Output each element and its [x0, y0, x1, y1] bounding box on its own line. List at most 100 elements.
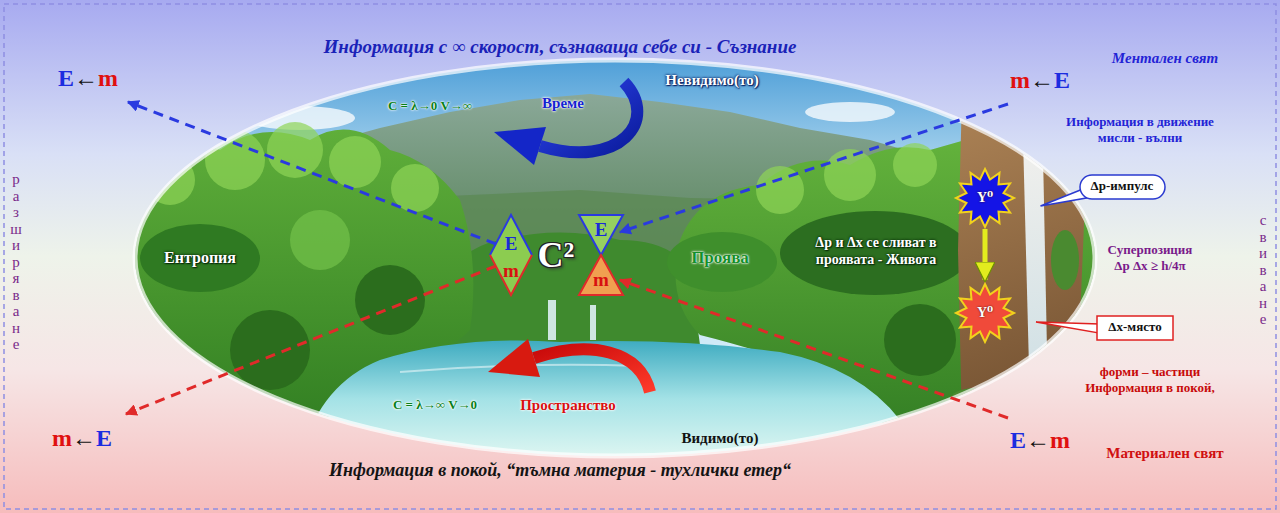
flow-arrow: [983, 229, 988, 280]
cliff-plants: [980, 110, 1020, 130]
manifestation-label: Проява: [691, 248, 749, 268]
space-arrow: [534, 349, 650, 392]
symbol-glyph: ←: [74, 65, 98, 91]
diamond-edge: [490, 215, 532, 255]
symbol-glyph: m: [98, 65, 118, 91]
symbol-glyph: ←: [1030, 67, 1054, 93]
label-box: E←m: [1010, 426, 1070, 455]
symbol-glyph: m: [52, 425, 72, 451]
label-box: C = λ→∞ V→0: [393, 397, 477, 413]
dashed-arrow: [128, 102, 496, 244]
diamond-fill: [490, 214, 532, 296]
energy-mass-label: m←E: [52, 424, 112, 453]
node-text: Δp-импулс: [1090, 178, 1155, 194]
node-text: E: [578, 220, 624, 240]
time-arrow-head: [494, 127, 546, 165]
page-border: [4, 4, 1276, 509]
note-label: Суперпозиция Δp Δx ≥ h/4π: [1105, 242, 1196, 273]
label-box: m←E: [1010, 66, 1070, 95]
label-box: Невидимо(то): [665, 71, 758, 89]
label-box: Видимо(то): [681, 429, 758, 447]
label-box: разширяване: [10, 171, 22, 353]
rock-cliff: [958, 78, 1085, 448]
label-box: Суперпозиция Δp Δx ≥ h/4π: [1105, 242, 1196, 273]
space-arrow-head: [488, 339, 540, 377]
vertical-label: разширяване: [10, 171, 22, 353]
cloud: [805, 102, 895, 122]
time-arrow: [540, 82, 637, 152]
node-text: E: [490, 234, 532, 254]
tree-crown: [230, 310, 310, 390]
tree-crown: [667, 232, 777, 292]
symbol-glyph: m: [1010, 67, 1030, 93]
label-box: C = λ→0 V→∞: [388, 98, 472, 114]
tree-crown: [145, 155, 195, 205]
symbol-glyph: E: [58, 65, 74, 91]
dashed-arrow: [126, 266, 496, 414]
callout-outline: [1097, 316, 1173, 340]
label-box: форми – частици Информация в покой,: [1082, 364, 1218, 395]
label-box: Δp и Δx се сливат в проявата - Живота: [812, 235, 940, 269]
dashed-arrow: [620, 104, 1008, 232]
tree-crown: [884, 304, 956, 376]
symbol-glyph: m: [1050, 427, 1070, 453]
c-squared-label: C²: [538, 234, 575, 277]
small-waterfall: [590, 305, 596, 340]
landscape-picture: [130, 55, 1100, 465]
label-box: C²: [538, 234, 575, 277]
entropy-label: Ентропия: [164, 248, 236, 267]
symbol-glyph: E: [1054, 67, 1070, 93]
note-label: Δp и Δx се сливат в проявата - Живота: [812, 235, 940, 269]
star-burst: [956, 284, 1014, 342]
region-label: Невидимо(то): [665, 71, 758, 89]
caption-text: Информация в покой, “тъмна материя - тух…: [329, 460, 791, 482]
small-waterfall: [548, 300, 556, 340]
particle-star: Y⁰: [953, 283, 1017, 343]
node-text: Δx-място: [1107, 319, 1163, 335]
tree-crown: [329, 136, 381, 188]
tree-crown: [267, 122, 323, 178]
callout-bubble: Δp-импулс: [1079, 174, 1166, 200]
note-label: форми – частици Информация в покой,: [1082, 364, 1218, 395]
diamond-edge: [490, 255, 532, 295]
tree-crown: [140, 224, 260, 292]
label-box: Пространство: [520, 396, 616, 414]
formula-label: C = λ→∞ V→0: [393, 397, 477, 413]
picture-rim: [135, 60, 1095, 456]
middle-trees: [440, 233, 700, 346]
energy-mass-label: m←E: [1010, 66, 1070, 95]
node-text: Y⁰: [977, 191, 993, 205]
label-box: m←E: [52, 424, 112, 453]
energy-mass-diamond: Em: [490, 214, 532, 296]
symbol-glyph: ←: [72, 425, 96, 451]
label-box: свиване: [1257, 212, 1269, 328]
label-box: Ментален свят: [1112, 49, 1218, 67]
time-label: Време: [542, 94, 584, 112]
label-box: Материален свят: [1106, 444, 1223, 462]
callout-outline: [1080, 175, 1165, 199]
symbol-glyph: E: [1010, 427, 1026, 453]
label-box: Ентропия: [164, 248, 236, 267]
tree-crown: [780, 211, 970, 295]
tree-crown: [824, 149, 876, 201]
vertical-label: свиване: [1257, 212, 1269, 328]
tree-crown: [893, 143, 937, 187]
space-label: Пространство: [520, 396, 616, 414]
heading: Информация с ∞ скорост, съзнаваща себе с…: [324, 36, 797, 59]
energy-mass-label: E←m: [1010, 426, 1070, 455]
label-box: Информация с ∞ скорост, съзнаваща себе с…: [324, 36, 797, 59]
cliff-plants: [1051, 230, 1079, 290]
symbol-glyph: E: [96, 425, 112, 451]
energy-mass-hourglass: Em: [578, 214, 624, 296]
hourglass-bottom: [579, 255, 623, 295]
region-label: Видимо(то): [681, 429, 758, 447]
star-burst: [956, 169, 1014, 227]
sky: [130, 55, 1100, 465]
note-label: Информация в движение мисли - вълни: [1063, 114, 1217, 145]
node-text: m: [578, 270, 624, 290]
particle-star: Y⁰: [953, 168, 1017, 228]
world-label: Ментален свят: [1112, 49, 1218, 67]
tree-crown: [135, 355, 225, 445]
